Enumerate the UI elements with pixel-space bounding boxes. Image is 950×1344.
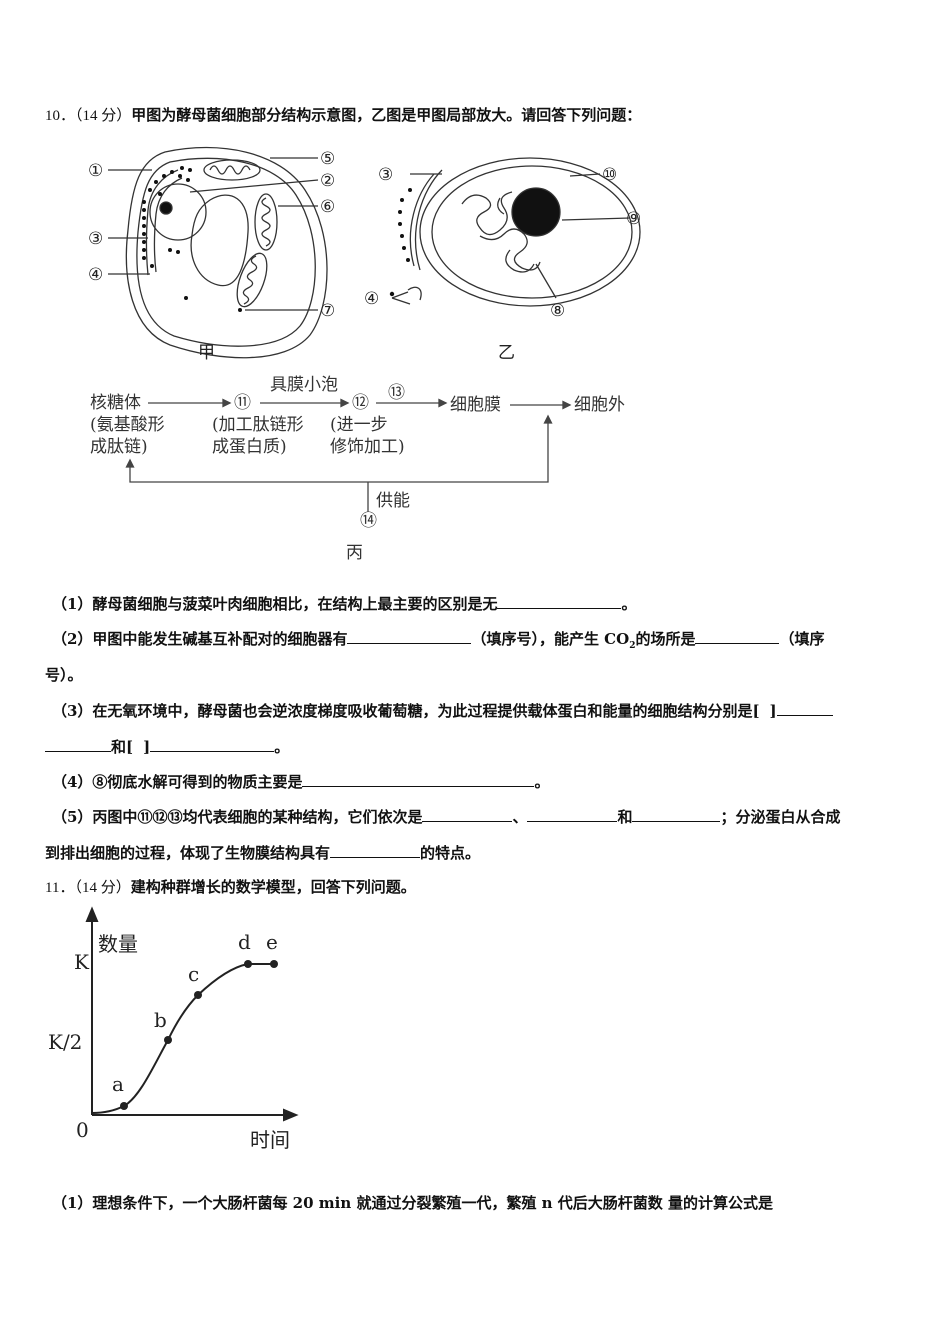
label-b: b (154, 1008, 167, 1032)
q11-number: 11． (45, 880, 75, 896)
q10-sub5-cont: 到排出细胞的过程，体现了生物膜结构具有的特点。 (45, 843, 481, 862)
jia-cell-wall-outer (125, 146, 328, 359)
flow-s13: ⑬ (388, 383, 405, 403)
graph-khalf-label: K/2 (48, 1030, 82, 1054)
label-e: e (266, 930, 278, 954)
yi-label-4: ④ (364, 289, 379, 309)
jia-caption: 甲 (198, 343, 215, 363)
q10-sub2: （2）甲图中能发生碱基互补配对的细胞器有（填序号），能产生 CO2的场所是（填序 (52, 629, 825, 651)
q10-points: （14 分） (75, 108, 132, 124)
label-c: c (188, 962, 199, 986)
yi-label-3: ③ (378, 165, 393, 185)
answer-blank[interactable] (422, 807, 513, 822)
flow-ribosome: 核糖体 (90, 393, 141, 413)
q11-points: （14 分） (74, 880, 131, 896)
jia-label-2: ② (320, 171, 335, 191)
flow-s12-note1: (进一步 (330, 415, 388, 435)
point-b (164, 1036, 172, 1044)
answer-blank[interactable] (527, 807, 618, 822)
jia-label-1: ① (88, 161, 103, 181)
graph-origin-label: 0 (76, 1118, 89, 1142)
q10-number: 10． (45, 108, 76, 124)
point-d (244, 960, 252, 968)
yi-nucleolus (511, 187, 561, 237)
jia-label-4: ④ (88, 265, 103, 285)
jia-mitochondrion-right (254, 193, 278, 251)
point-a (120, 1102, 128, 1110)
jia-nucleus (149, 183, 207, 241)
jia-label-3: ③ (88, 229, 103, 249)
q10-figure: ① ⑤ ② ⑥ ③ ④ ⑦ 甲 ③ ④ ⑧ ⑨ ⑩ 乙 核糖体 (氨基酸形 成肽… (88, 146, 641, 563)
jia-label-5: ⑤ (320, 149, 335, 169)
jia-cell-membrane-inner (136, 157, 316, 347)
graph-xlabel: 时间 (250, 1128, 290, 1152)
flow-energy: 供能 (376, 491, 410, 511)
jia-mitochondrion-bottom (236, 252, 268, 308)
q11-heading: 11．（14 分）建构种群增长的数学模型，回答下列问题。 (45, 876, 416, 897)
jia-ribosomes (142, 166, 242, 312)
yi-ribosomes (389, 188, 412, 297)
flow-outside: 细胞外 (574, 395, 625, 415)
q10-sub4: （4）⑧彻底水解可得到的物质主要是。 (52, 772, 550, 791)
yi-label-10: ⑩ (602, 165, 617, 185)
q10-sub3-cont: 和[]。 (45, 736, 289, 757)
flow-s12: ⑫ (352, 393, 369, 413)
answer-blank[interactable] (302, 772, 535, 787)
jia-nucleolus (159, 201, 173, 215)
answer-blank[interactable] (45, 737, 111, 752)
q11-sub1: （1）理想条件下，一个大肠杆菌每 20 min 就通过分裂繁殖一代，繁殖 n 代… (52, 1194, 774, 1212)
point-e (270, 960, 278, 968)
jia-vacuole (190, 194, 249, 287)
q10-sub3: （3）在无氧环境中，酵母菌也会逆浓度梯度吸收葡萄糖，为此过程提供载体蛋白和能量的… (52, 700, 833, 721)
yi-nuclear-envelope-inner (431, 165, 633, 299)
q10-sub1: （1）酵母菌细胞与菠菜叶肉细胞相比，在结构上最主要的区别是无。 (52, 594, 637, 613)
q10-sub5: （5）丙图中⑪⑫⑬均代表细胞的某种结构，它们依次是、和；分泌蛋白从合成 (52, 807, 841, 826)
flow-membrane: 细胞膜 (450, 395, 501, 415)
label-a: a (112, 1072, 124, 1096)
yi-nuclear-envelope-outer (419, 157, 641, 307)
flow-s11-note1: (加工肽链形 (212, 415, 304, 435)
answer-blank[interactable] (150, 737, 275, 752)
flow-s11-note2: 成蛋白质) (212, 437, 287, 457)
flow-s14: ⑭ (360, 511, 377, 531)
flow-ribosome-note2: 成肽链) (90, 437, 148, 457)
answer-blank[interactable] (347, 629, 472, 644)
yi-chromatin (461, 191, 541, 273)
flow-ribosome-note1: (氨基酸形 (90, 415, 165, 435)
graph-k-label: K (74, 950, 90, 974)
answer-blank[interactable] (330, 843, 421, 858)
jia-label-7: ⑦ (320, 301, 335, 321)
q11-stem: 建构种群增长的数学模型，回答下列问题。 (130, 878, 416, 896)
point-c (194, 991, 202, 999)
yi-er-arc (414, 169, 443, 271)
answer-blank[interactable] (632, 807, 721, 822)
q10-stem: 甲图为酵母菌细胞部分结构示意图，乙图是甲图局部放大。请回答下列问题： (131, 106, 642, 124)
answer-blank[interactable] (695, 629, 780, 644)
q10-sub2-cont: 号）。 (45, 666, 83, 684)
flow-s11: ⑪ (234, 393, 251, 413)
flow-vesicle: 具膜小泡 (270, 375, 338, 395)
label-d: d (238, 930, 251, 954)
answer-blank[interactable] (497, 594, 622, 609)
q11-growth-graph: 数量 时间 K K/2 0 a b c d e (48, 906, 299, 1152)
answer-blank[interactable] (776, 701, 833, 716)
graph-ylabel: 数量 (98, 932, 138, 956)
flow-s12-note2: 修饰加工) (330, 437, 405, 457)
jia-mitochondrion-top (203, 159, 261, 181)
yi-caption: 乙 (498, 343, 515, 363)
jia-endoplasmic-reticulum (145, 169, 179, 276)
flow-energy-loop (129, 418, 549, 483)
q10-heading: 10．（14 分）甲图为酵母菌细胞部分结构示意图，乙图是甲图局部放大。请回答下列… (45, 104, 641, 125)
yi-label-9: ⑨ (626, 209, 641, 229)
jia-label-6: ⑥ (320, 197, 335, 217)
bing-caption: 丙 (346, 543, 363, 563)
yi-label-8: ⑧ (550, 301, 565, 321)
